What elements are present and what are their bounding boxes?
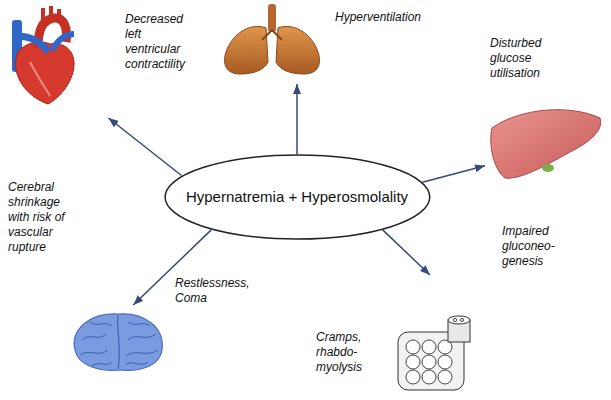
- effect-label: Disturbed glucose utilisation: [490, 36, 556, 81]
- effect-label: Impaired gluconeo- genesis: [502, 224, 564, 269]
- left-lung: [225, 26, 268, 74]
- aortic-branch: [41, 8, 45, 22]
- liver-shape: [491, 110, 601, 178]
- myofibril: [460, 318, 463, 321]
- muscle-fibre: [422, 340, 436, 354]
- aortic-branch: [57, 9, 61, 20]
- central-label: Hypernatremia + Hyperosmolality: [186, 188, 408, 206]
- muscle-node: Cramps, rhabdo- myolysis: [310, 275, 480, 392]
- central-ellipse: Hypernatremia + Hyperosmolality: [164, 154, 431, 240]
- effect-label: Cramps, rhabdo- myolysis: [316, 330, 372, 375]
- trachea: [268, 4, 276, 32]
- heart-illustration: [12, 6, 74, 104]
- lungs-illustration: [225, 4, 320, 74]
- fibre-cylinder-top: [448, 316, 470, 324]
- muscle-fibre: [438, 355, 452, 369]
- ellipse-shape: [165, 155, 430, 239]
- brain-illustration: [74, 314, 162, 371]
- pulmonary-artery: [52, 34, 74, 50]
- muscle-fibre: [438, 370, 452, 384]
- muscle-fibre: [422, 355, 436, 369]
- aortic-branch: [49, 6, 53, 19]
- right-lung: [276, 26, 319, 74]
- effect-arrow: [296, 84, 298, 154]
- effect-label: Decreased left ventricular contractility: [125, 12, 197, 72]
- muscle-fibre: [406, 370, 420, 384]
- heart-highlight: [30, 62, 50, 96]
- brain-fissure: [118, 315, 120, 369]
- myofibril: [453, 318, 456, 321]
- brain-shape: [74, 314, 162, 371]
- muscle-fibre: [406, 355, 420, 369]
- effect-arrow: [383, 230, 430, 275]
- muscle-fibre: [406, 340, 420, 354]
- liver-illustration: [491, 110, 601, 178]
- lungs-node: Hyperventilation: [220, 4, 420, 84]
- bronchi: [262, 30, 282, 40]
- effect-arrow: [422, 166, 485, 183]
- muscle-fibre: [422, 370, 436, 384]
- pulmonary-artery: [16, 36, 48, 52]
- effect-arrow: [109, 118, 182, 176]
- effect-label: Cerebral shrinkage with risk of vascular…: [8, 180, 84, 255]
- liver-node: Disturbed glucose utilisationImpaired gl…: [485, 108, 605, 185]
- brain-node: Cerebral shrinkage with risk of vascular…: [65, 305, 170, 375]
- gallbladder: [542, 164, 554, 172]
- muscle-illustration: [398, 316, 470, 390]
- effect-label: Hyperventilation: [335, 10, 435, 25]
- effect-label: Restlessness, Coma: [175, 276, 270, 306]
- heart-node: Decreased left ventricular contractility: [5, 6, 120, 118]
- brain-gyri: [80, 322, 158, 366]
